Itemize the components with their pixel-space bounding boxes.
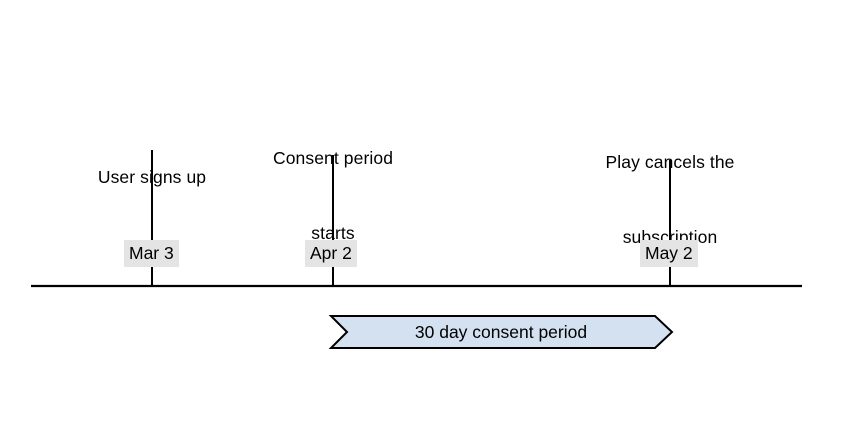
event-label-signup: User signs up (52, 115, 252, 240)
event-label-play-cancels-line1: Play cancels the (605, 152, 735, 172)
event-label-play-cancels: Play cancels the subscription (570, 100, 770, 300)
event-label-consent-start-line2: starts (311, 223, 355, 243)
event-date-chip-signup: Mar 3 (124, 240, 179, 267)
event-label-consent-start-line1: Consent period (272, 148, 394, 168)
event-label-signup-line1: User signs up (97, 167, 207, 187)
event-label-consent-start: Consent period starts (233, 96, 433, 296)
event-date-chip-consent-start: Apr 2 (305, 240, 357, 267)
consent-period-banner-shape (328, 315, 674, 349)
consent-period-banner-label: 30 day consent period (414, 322, 588, 342)
event-date-chip-play-cancels: May 2 (640, 240, 698, 267)
